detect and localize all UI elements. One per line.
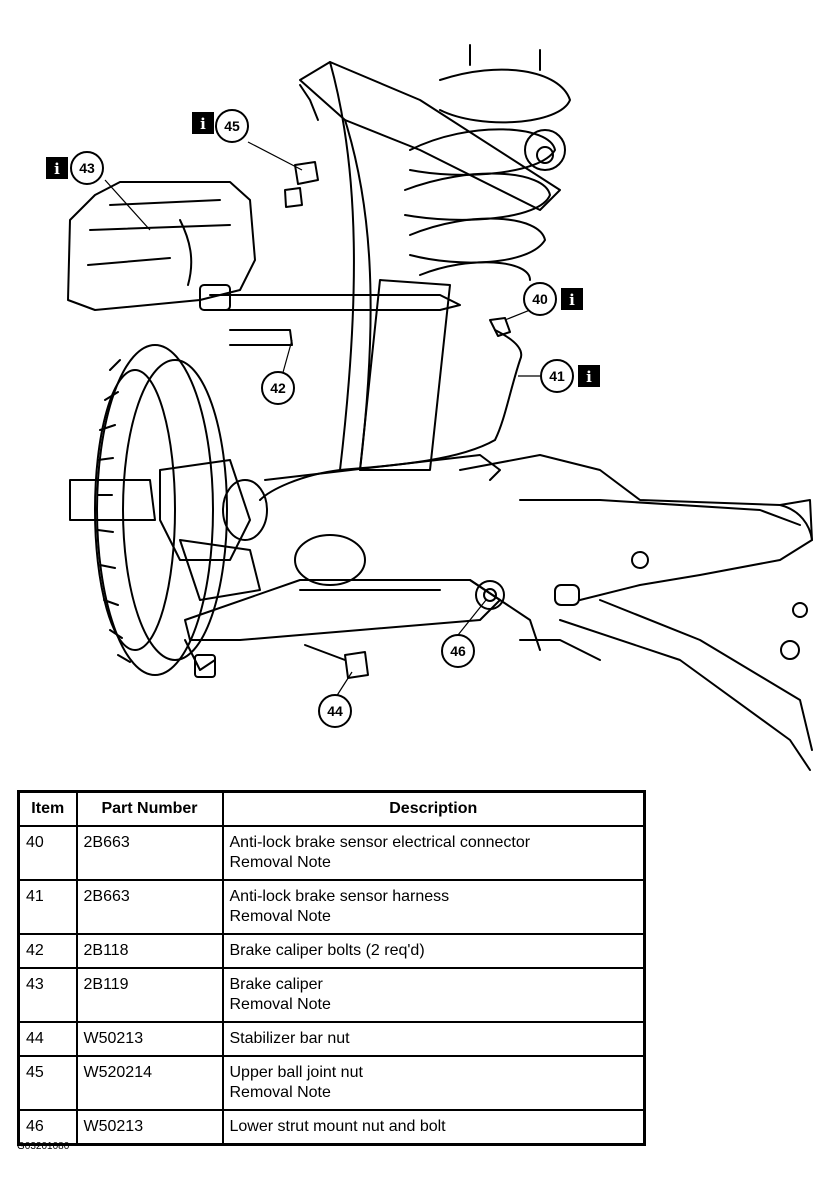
part-number-cell: 2B663 [75, 879, 224, 935]
item-cell: 43 [17, 967, 78, 1023]
item-cell: 45 [17, 1055, 78, 1111]
callout-45: i 45 [192, 109, 249, 143]
description-cell: Stabilizer bar nut [221, 1021, 646, 1057]
callout-42: 42 [261, 371, 295, 405]
callout-number: 41 [549, 368, 565, 384]
table-row: 42 2B118 Brake caliper bolts (2 req'd) [17, 933, 646, 969]
description-cell: Anti-lock brake sensor harness Removal N… [221, 879, 646, 935]
item-cell: 41 [17, 879, 78, 935]
description-text: Anti-lock brake sensor electrical connec… [229, 834, 531, 851]
callout-43: i 43 [46, 151, 104, 185]
column-header-description: Description [221, 790, 646, 827]
description-text: Lower strut mount nut and bolt [229, 1118, 446, 1135]
description-text: Anti-lock brake sensor harness [229, 888, 450, 905]
description-cell: Brake caliper bolts (2 req'd) [221, 933, 646, 969]
info-icon [561, 288, 583, 310]
description-text: Brake caliper bolts (2 req'd) [229, 942, 425, 959]
item-cell: 44 [17, 1021, 78, 1057]
item-cell: 40 [17, 825, 78, 881]
callout-number: 43 [79, 160, 95, 176]
removal-note: Removal Note [229, 996, 331, 1013]
info-icon [578, 365, 600, 387]
column-header-item: Item [17, 790, 78, 827]
callout-number: 42 [270, 380, 286, 396]
callout-number: 45 [224, 118, 240, 134]
callout-number: 40 [532, 291, 548, 307]
part-number-cell: W50213 [75, 1109, 224, 1146]
info-icon [192, 112, 214, 134]
table-row: 43 2B119 Brake caliper Removal Note [17, 967, 646, 1023]
description-cell: Lower strut mount nut and bolt [221, 1109, 646, 1146]
part-number-cell: 2B118 [75, 933, 224, 969]
description-cell: Anti-lock brake sensor electrical connec… [221, 825, 646, 881]
callout-46: 46 [441, 634, 475, 668]
callout-number: 46 [450, 643, 466, 659]
removal-note: Removal Note [229, 908, 331, 925]
description-text: Upper ball joint nut [229, 1064, 363, 1081]
description-cell: Upper ball joint nut Removal Note [221, 1055, 646, 1111]
callout-44: 44 [318, 694, 352, 728]
table-row: 41 2B663 Anti-lock brake sensor harness … [17, 879, 646, 935]
part-number-cell: 2B663 [75, 825, 224, 881]
parts-table: Item Part Number Description 40 2B663 An… [17, 790, 646, 1146]
info-icon [46, 157, 68, 179]
removal-note: Removal Note [229, 1084, 331, 1101]
suspension-diagram: i 45 i 43 40 i 41 i 42 44 [46, 44, 813, 771]
item-cell: 46 [17, 1109, 78, 1146]
table-row: 45 W520214 Upper ball joint nut Removal … [17, 1055, 646, 1111]
info-icon-label: i [54, 160, 60, 178]
table-row: 40 2B663 Anti-lock brake sensor electric… [17, 825, 646, 881]
info-icon-label: i [200, 115, 206, 133]
description-cell: Brake caliper Removal Note [221, 967, 646, 1023]
part-number-cell: W50213 [75, 1021, 224, 1057]
table-header-row: Item Part Number Description [17, 790, 646, 827]
figure-id: G03201080 [17, 1141, 70, 1152]
info-icon-label: i [586, 368, 592, 386]
description-text: Brake caliper [229, 976, 323, 993]
removal-note: Removal Note [229, 854, 331, 871]
table-row: 44 W50213 Stabilizer bar nut [17, 1021, 646, 1057]
part-number-cell: 2B119 [75, 967, 224, 1023]
info-icon-label: i [569, 291, 575, 309]
table-row: 46 W50213 Lower strut mount nut and bolt [17, 1109, 646, 1146]
callout-40: 40 i [523, 282, 583, 316]
callout-number: 44 [327, 703, 343, 719]
column-header-part-number: Part Number [75, 790, 224, 827]
item-cell: 42 [17, 933, 78, 969]
description-text: Stabilizer bar nut [229, 1030, 350, 1047]
callout-41: 41 i [540, 359, 600, 393]
part-number-cell: W520214 [75, 1055, 224, 1111]
